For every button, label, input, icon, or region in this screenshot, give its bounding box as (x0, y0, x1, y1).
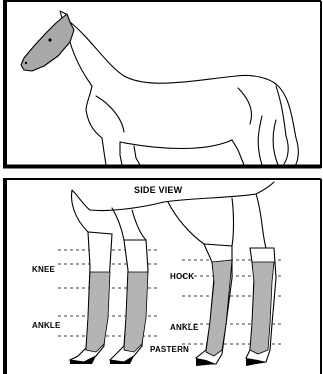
pastern-label: PASTERN (150, 346, 189, 354)
hind-gaskin-c (256, 194, 266, 248)
horse-belly (120, 140, 232, 149)
hock-label: HOCK (170, 273, 194, 281)
horse-neck-underside (70, 42, 92, 110)
hind-gaskin-b (232, 198, 234, 246)
horse-shoulder-line (96, 96, 124, 132)
horse-hind-leg-1 (232, 140, 244, 165)
hind-leg-right (246, 248, 276, 366)
horse-outline-panel (0, 0, 323, 170)
horse-body (21, 11, 298, 165)
horse-topline (70, 22, 276, 84)
hind-gaskin-a (168, 202, 204, 244)
horse-front-leg-2 (134, 146, 140, 165)
front-forearm-right-b (132, 210, 146, 240)
front-forearm-left (72, 190, 88, 232)
horse-hind-leg-2 (258, 116, 262, 165)
side-view-panel: SIDE VIEW KNEE HOCK ANKLE ANKLE PASTERN (0, 178, 323, 374)
horse-stifle-line (238, 88, 252, 124)
horse-chest (86, 110, 102, 138)
horse-nostril (25, 62, 27, 64)
side-view-title: SIDE VIEW (134, 186, 182, 195)
front-leg-right (110, 240, 148, 364)
hind-leg-left (196, 244, 232, 366)
front-leg-left (70, 232, 112, 364)
knee-label: KNEE (32, 266, 55, 274)
horse-outline-drawing (0, 0, 323, 170)
front-leg-left-wrap (86, 272, 110, 352)
horse-front-leg-1b (120, 142, 122, 165)
horse-front-leg-1 (102, 138, 106, 165)
horse-head-shaded (21, 14, 74, 71)
ankle-front-label: ANKLE (32, 322, 61, 330)
front-forearm-right-a (112, 208, 124, 240)
horse-hind-leg-2b (273, 120, 278, 165)
front-leg-right-wrap (124, 272, 148, 352)
ankle-rear-label: ANKLE (170, 324, 199, 332)
horse-eye (48, 38, 51, 41)
